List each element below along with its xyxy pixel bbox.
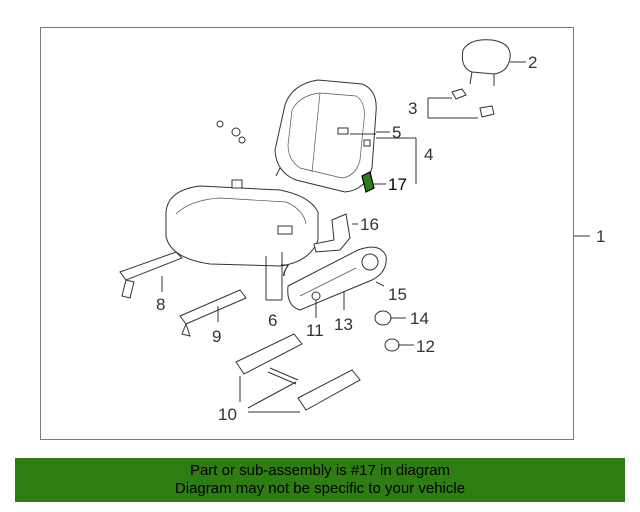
callout-14: 14 xyxy=(410,309,429,328)
diagram-frame xyxy=(40,27,574,440)
cover-clip-part[interactable] xyxy=(337,127,371,147)
footer-line-1: Part or sub-assembly is #17 in diagram xyxy=(189,462,451,479)
callout-15: 15 xyxy=(388,285,407,304)
footer-banner: Part or sub-assembly is #17 in diagram D… xyxy=(15,458,625,502)
callout-1: 1 xyxy=(596,227,605,246)
callout-3: 3 xyxy=(408,99,417,118)
callout-4: 4 xyxy=(424,145,433,164)
headrest-part[interactable] xyxy=(461,39,511,86)
highlighted-part-17[interactable] xyxy=(361,171,375,193)
callout-6: 6 xyxy=(268,311,277,330)
callout-2: 2 xyxy=(528,53,537,72)
callout-10: 10 xyxy=(218,405,237,424)
callout-11: 11 xyxy=(306,321,324,340)
leader-lines xyxy=(161,61,590,413)
seat-rail-part-8[interactable] xyxy=(119,251,183,299)
callout-9: 9 xyxy=(212,327,221,346)
callout-17: 17 xyxy=(388,175,407,194)
callout-7: 7 xyxy=(280,261,289,280)
callout-13: 13 xyxy=(334,315,353,334)
seat-rail-part-9[interactable] xyxy=(179,289,247,337)
headrest-guide-part[interactable] xyxy=(451,88,495,118)
callout-8: 8 xyxy=(156,295,165,314)
callout-12: 12 xyxy=(416,337,435,356)
bolt-part[interactable] xyxy=(311,291,321,301)
recliner-hinge-part[interactable] xyxy=(313,213,351,253)
cap-part[interactable] xyxy=(384,338,400,352)
footer-line-2: Diagram may not be specific to your vehi… xyxy=(174,480,466,497)
fastener-part xyxy=(216,120,246,144)
knob-part[interactable] xyxy=(374,310,392,326)
callout-5: 5 xyxy=(392,123,401,142)
seat-cushion-part[interactable] xyxy=(165,179,319,267)
seat-back-part[interactable] xyxy=(274,79,377,193)
callout-16: 16 xyxy=(360,215,379,234)
seat-track-part-10[interactable] xyxy=(235,333,361,411)
